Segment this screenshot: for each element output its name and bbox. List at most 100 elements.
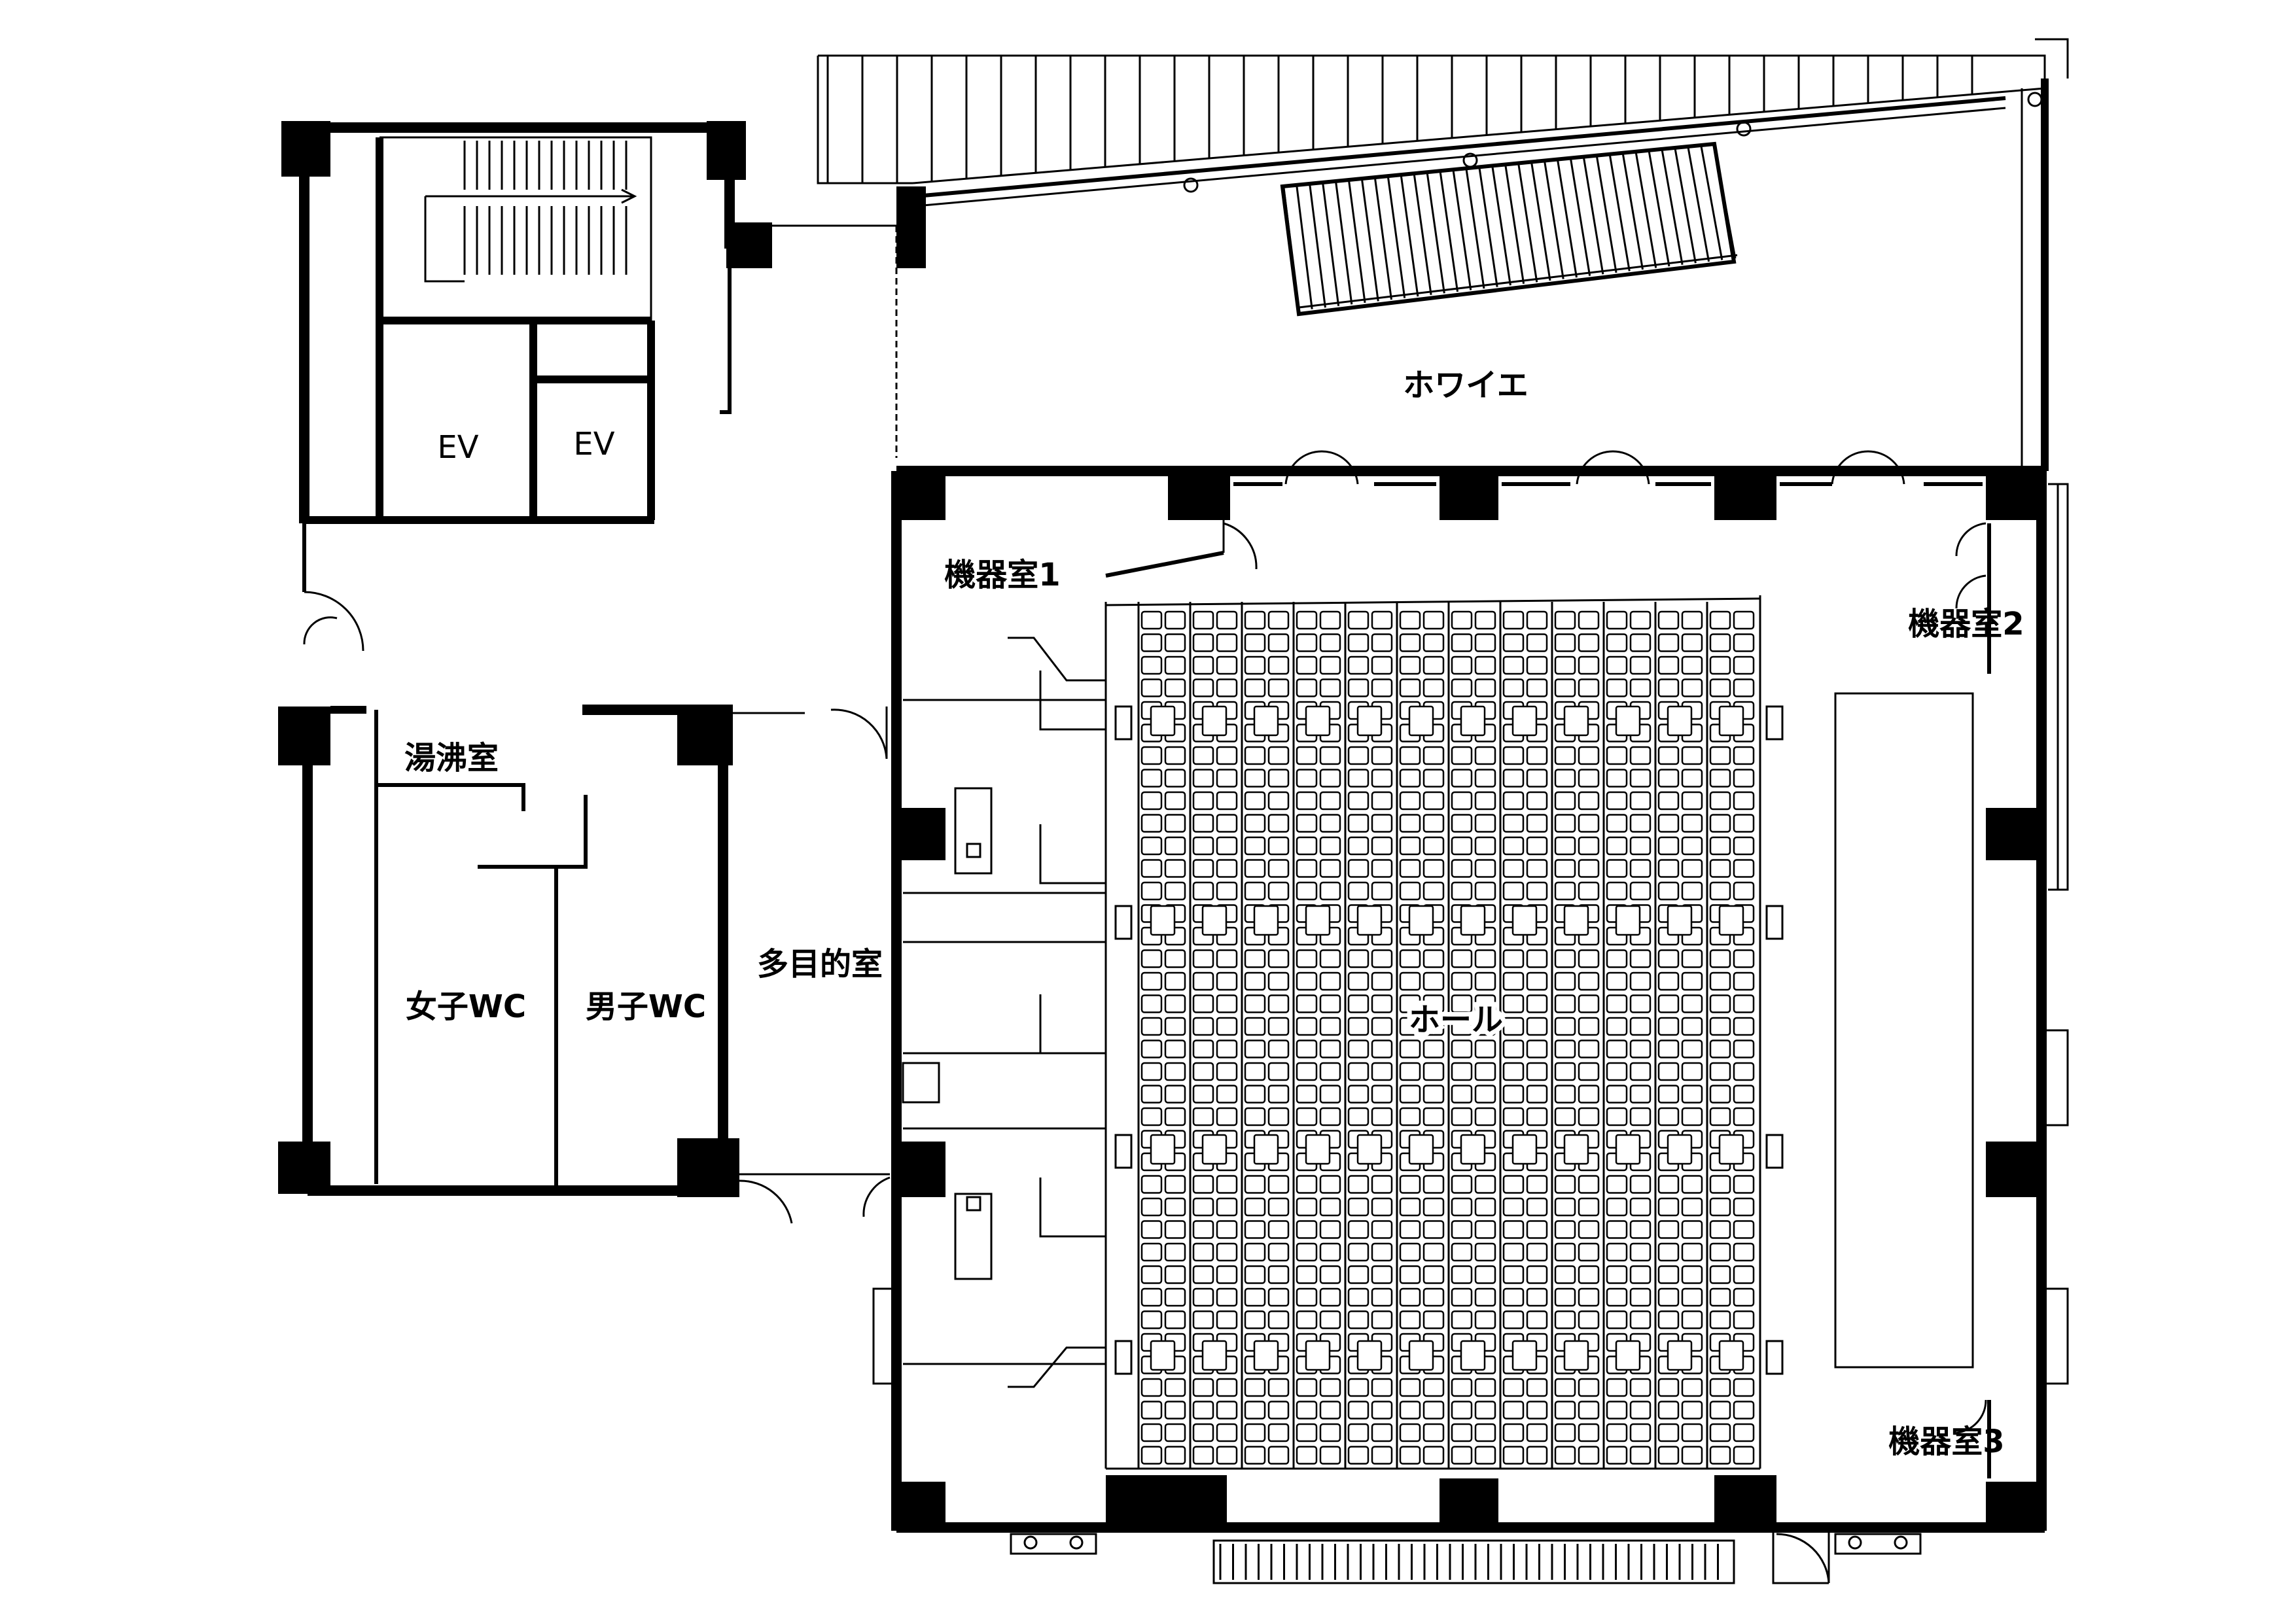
seat (1657, 881, 1680, 901)
foyer-stair-tread (1621, 154, 1644, 270)
seat (1451, 859, 1473, 878)
aisle-seat-block (1511, 1340, 1538, 1371)
seat (1733, 655, 1755, 675)
seat (1347, 1287, 1369, 1307)
seat (1657, 814, 1680, 833)
seat (1422, 633, 1445, 652)
seat (1164, 1378, 1186, 1397)
seat (1296, 881, 1318, 901)
seat (1244, 1220, 1266, 1239)
seat (1347, 1107, 1369, 1126)
seat (1606, 1242, 1628, 1262)
seat (1244, 1446, 1266, 1465)
seat (1422, 1039, 1445, 1058)
seat (1371, 836, 1393, 856)
seat (1474, 1220, 1496, 1239)
seat (1733, 1287, 1755, 1307)
seat (1526, 769, 1548, 788)
seat (1474, 1197, 1496, 1217)
seat (1578, 1085, 1600, 1104)
seat (1554, 1378, 1576, 1397)
foyer-stair-tread (1634, 152, 1657, 268)
seat (1164, 1287, 1186, 1307)
seat (1629, 1085, 1651, 1104)
seat (1140, 1175, 1163, 1194)
seat (1681, 1242, 1703, 1262)
seat (1267, 1039, 1290, 1058)
seat (1451, 769, 1473, 788)
seat (1267, 1446, 1290, 1465)
seat (1296, 678, 1318, 697)
seat (1578, 859, 1600, 878)
seat (1216, 769, 1238, 788)
seat (1629, 949, 1651, 968)
foyer-stair-tread (1491, 167, 1511, 286)
seat (1216, 1085, 1238, 1104)
seat (1140, 610, 1163, 630)
seat (1244, 1310, 1266, 1329)
seat (1733, 633, 1755, 652)
seat (1244, 994, 1266, 1013)
stair-step (1008, 1346, 1106, 1388)
seat (1140, 881, 1163, 901)
seat (1399, 655, 1421, 675)
seat (1371, 1446, 1393, 1465)
restroom-block (278, 705, 888, 1197)
seat (1681, 1446, 1703, 1465)
seat (1554, 610, 1576, 630)
seat (1267, 678, 1290, 697)
seat (1451, 1085, 1473, 1104)
seat (1451, 949, 1473, 968)
seat (1709, 836, 1731, 856)
seat (1267, 769, 1290, 788)
seat (1578, 814, 1600, 833)
seat (1629, 1423, 1651, 1442)
seat (1629, 1197, 1651, 1217)
seat (1502, 678, 1525, 697)
seat (1733, 1423, 1755, 1442)
seat (1216, 1107, 1238, 1126)
seat (1657, 949, 1680, 968)
seat (1681, 814, 1703, 833)
foyer-stair-tread (1557, 160, 1578, 278)
equipment-room-2-label: 機器室2 (1908, 606, 2024, 642)
seat (1451, 610, 1473, 630)
seat (1192, 633, 1214, 652)
foyer-stair-tread (1309, 184, 1326, 308)
seat (1296, 949, 1318, 968)
foyer-stair-tread (1478, 168, 1498, 287)
seat (1681, 678, 1703, 697)
seat (1554, 859, 1576, 878)
seat (1216, 971, 1238, 991)
seat (1192, 769, 1214, 788)
seat (1502, 994, 1525, 1013)
foyer-stair-tread (1517, 164, 1538, 283)
foyer-stair-tread (1648, 151, 1670, 267)
seat (1709, 1062, 1731, 1081)
seat (1296, 1062, 1318, 1081)
seat (1451, 1017, 1473, 1036)
seat (1474, 1017, 1496, 1036)
seat (1347, 769, 1369, 788)
seat (1681, 655, 1703, 675)
seat (1319, 746, 1341, 765)
seat (1502, 610, 1525, 630)
seat (1267, 836, 1290, 856)
seat (1629, 1175, 1651, 1194)
aisle-end-box (1114, 1134, 1133, 1169)
seat (1709, 814, 1731, 833)
foyer-stair-tread (1583, 158, 1604, 275)
seat (1657, 1446, 1680, 1465)
aisle-seat-block (1408, 705, 1434, 737)
seat (1578, 1197, 1600, 1217)
seat (1244, 1197, 1266, 1217)
aisle-seat-block (1563, 905, 1589, 936)
equipment-rooms-right (1955, 522, 1991, 1478)
seat (1267, 633, 1290, 652)
seat (1733, 949, 1755, 968)
seat (1657, 1378, 1680, 1397)
seat (1578, 769, 1600, 788)
seat (1709, 1085, 1731, 1104)
seat (1629, 769, 1651, 788)
seat (1371, 610, 1393, 630)
